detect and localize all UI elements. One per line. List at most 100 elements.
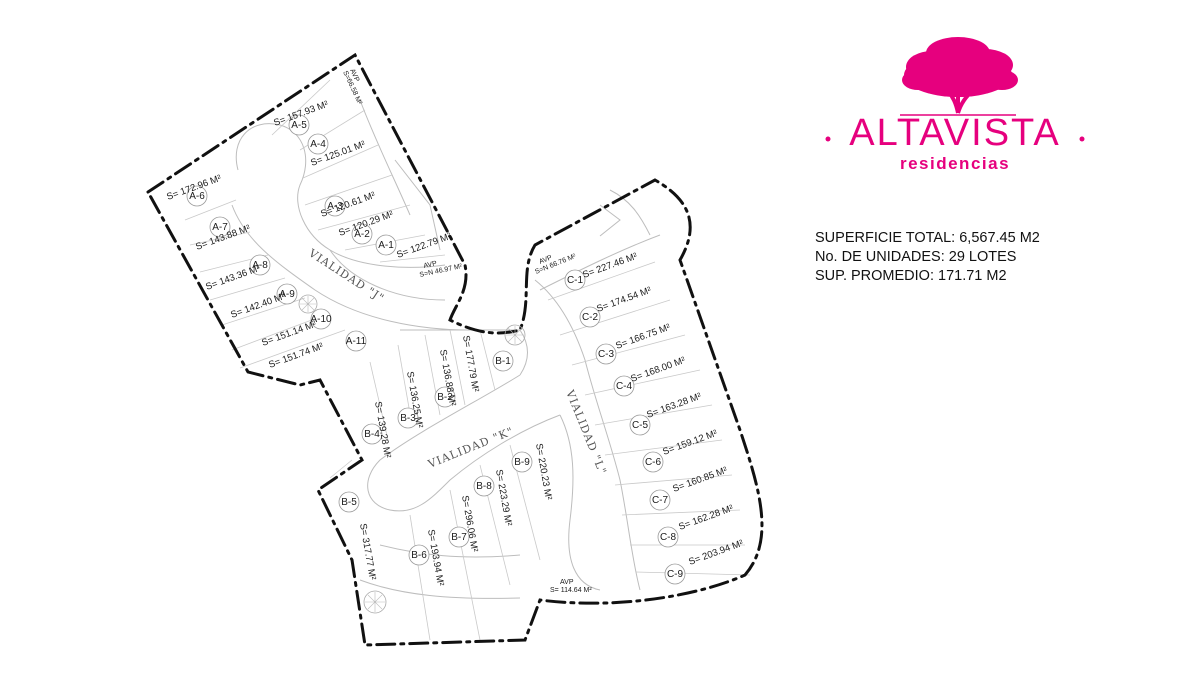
tree-icon: [900, 37, 1018, 116]
lot-marker-circle: [564, 269, 586, 291]
lot-area-label: S= 163.28 M²: [645, 391, 703, 421]
lot-area-label: S= 159.12 M²: [661, 428, 719, 458]
lot-id-label: B-7: [451, 532, 467, 543]
project-stats: SUPERFICIE TOTAL: 6,567.45 M2 No. DE UNI…: [815, 229, 1040, 286]
lot-a-6[interactable]: A-6S= 172.96 M²: [165, 173, 223, 207]
lot-marker-circle: [434, 386, 456, 408]
lot-b-7[interactable]: B-7S= 296.06 M²: [448, 495, 480, 553]
lot-b-2[interactable]: B-2S= 136.88 M²: [434, 349, 458, 408]
lot-marker-circle: [473, 475, 495, 497]
lot-a-8[interactable]: A-8S= 143.36 M²: [204, 254, 271, 293]
lot-marker-circle: [492, 350, 514, 372]
lot-id-label: B-2: [437, 392, 453, 403]
road-label-j: VIALIDAD "J": [306, 246, 387, 305]
lot-marker-circle: [276, 283, 298, 305]
lot-id-label: B-6: [411, 550, 427, 561]
lot-id-label: A-4: [310, 139, 326, 150]
tree-icon: [504, 324, 526, 346]
lot-c-5[interactable]: C-5S= 163.28 M²: [629, 391, 703, 436]
brand-dot-right: [1079, 136, 1085, 142]
lot-marker-circle: [657, 526, 679, 548]
lot-b-3[interactable]: B-3S= 136.25 M²: [397, 371, 425, 429]
stat-average: SUP. PROMEDIO: 171.71 M2: [815, 268, 1007, 284]
lot-id-label: C-6: [645, 457, 662, 468]
lot-id-label: C-7: [652, 495, 669, 506]
lot-c-6[interactable]: C-6S= 159.12 M²: [642, 428, 719, 473]
brand-name: ALTAVISTA: [849, 112, 1061, 154]
avp-label: AVP: [538, 254, 553, 266]
lot-area-label: S= 203.94 M²: [687, 538, 745, 568]
lot-id-label: C-4: [616, 381, 633, 392]
lot-a-9[interactable]: A-9S= 142.40 M²: [229, 283, 298, 321]
lot-marker-circle: [448, 526, 470, 548]
lot-marker-circle: [397, 407, 419, 429]
lot-c-3[interactable]: C-3S= 166.75 M²: [595, 322, 672, 365]
lot-b-5[interactable]: B-5S= 317.77 M²: [338, 491, 378, 581]
lot-marker-circle: [649, 489, 671, 511]
brand-dot-left: [825, 136, 831, 142]
lot-id-label: C-1: [567, 275, 584, 286]
lot-area-label: S= 151.74 M²: [267, 341, 325, 371]
lot-marker-circle: [629, 414, 651, 436]
lot-marker-circle: [375, 234, 397, 256]
lot-id-label: C-5: [632, 420, 649, 431]
lot-marker-circle: [361, 423, 383, 445]
lot-b-6[interactable]: B-6S= 193.94 M²: [408, 529, 446, 587]
lot-area-label: S= 143.36 M²: [204, 263, 262, 293]
lot-b-4[interactable]: B-4S= 139.28 M²: [361, 401, 393, 459]
lot-id-label: C-2: [582, 312, 599, 323]
road-label-l: VIALIDAD "L": [563, 387, 609, 477]
lot-c-7[interactable]: C-7S= 160.85 M²: [649, 465, 729, 511]
lot-c-8[interactable]: C-8S= 162.28 M²: [657, 503, 735, 548]
lot-marker-circle: [511, 451, 533, 473]
lot-id-label: A-5: [291, 120, 307, 131]
lot-id-label: A-2: [354, 229, 370, 240]
lot-marker-circle: [310, 308, 332, 330]
lot-area-label: S= 177.79 M²: [460, 335, 481, 393]
lot-marker-circle: [408, 544, 430, 566]
lot-id-label: A-1: [378, 240, 394, 251]
stat-total-area: SUPERFICIE TOTAL: 6,567.45 M2: [815, 230, 1040, 246]
lot-marker-circle: [613, 375, 635, 397]
lot-id-label: A-10: [310, 314, 332, 325]
lot-id-label: A-11: [346, 336, 367, 347]
lot-marker-circle: [209, 216, 231, 238]
avp-label: AVP: [423, 260, 438, 270]
lot-c-1[interactable]: C-1S= 227.46 M²: [564, 251, 639, 291]
lot-c-2[interactable]: C-2S= 174.54 M²: [579, 285, 653, 328]
lot-id-label: B-3: [400, 413, 416, 424]
tree-icon: [363, 590, 387, 614]
lot-id-label: B-8: [476, 481, 492, 492]
lot-a-4[interactable]: A-4S= 125.01 M²: [307, 133, 367, 169]
lot-a-7[interactable]: A-7S= 143.88 M²: [194, 216, 252, 253]
lot-area-label: S= 220.23 M²: [533, 443, 554, 501]
road-curbs: [231, 99, 661, 599]
lot-a-3[interactable]: A-3S= 120.61 M²: [319, 190, 377, 220]
avp-area: S= 114.64 M²: [550, 587, 592, 594]
lot-id-label: A-9: [279, 289, 295, 300]
lot-id-label: C-9: [667, 569, 684, 580]
lot-marker-circle: [642, 451, 664, 473]
lot-area-label: S= 162.28 M²: [677, 503, 735, 533]
lot-marker-circle: [307, 133, 329, 155]
lot-id-label: A-8: [252, 260, 268, 271]
lot-id-label: B-9: [514, 457, 530, 468]
lot-marker-circle: [351, 223, 373, 245]
tree-symbols: [298, 294, 526, 614]
avp-label: AVP: [560, 579, 574, 586]
tree-icon: [298, 294, 318, 314]
lot-id-label: A-7: [212, 222, 228, 233]
lot-marker-circle: [345, 330, 367, 352]
lot-area-label: S= 174.54 M²: [595, 285, 653, 315]
lot-id-label: C-8: [660, 532, 677, 543]
lot-area-label: S= 142.40 M²: [229, 291, 287, 321]
brand-logo: [825, 37, 1085, 142]
lot-marker-circle: [249, 254, 271, 276]
lot-lines: [184, 79, 751, 641]
lot-marker-circle: [664, 563, 686, 585]
lot-id-label: B-4: [364, 429, 380, 440]
